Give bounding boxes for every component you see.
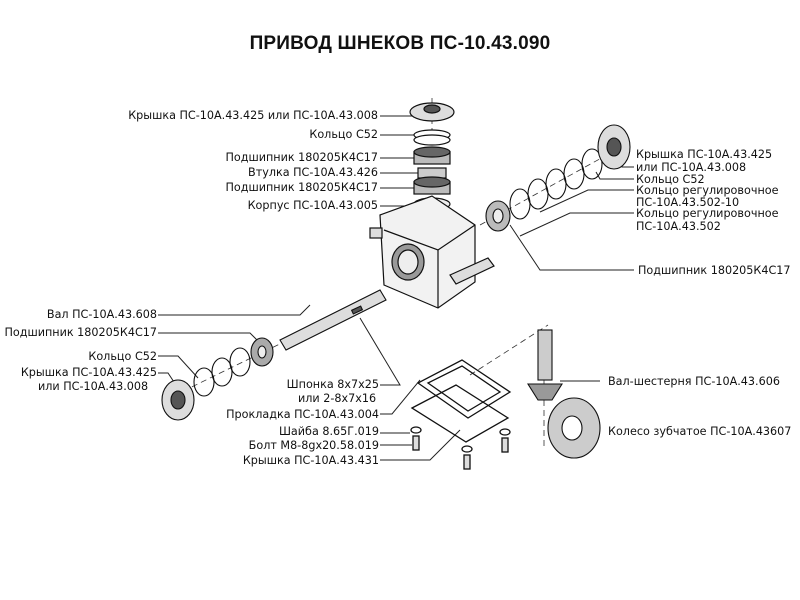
leader-adj-ring2	[519, 212, 634, 237]
label-shaft: Вал ПС-10А.43.608	[46, 308, 157, 321]
leader-adj-ring1	[539, 189, 634, 213]
label-right-cap-line1: Крышка ПС-10А.43.425	[636, 148, 773, 161]
label-right-bearing: Подшипник 180205К4С17	[638, 264, 791, 277]
bottom-cover-icon	[410, 384, 510, 443]
leader-shaft	[158, 304, 311, 316]
label-washer: Шайба 8.65Г.019	[278, 425, 379, 438]
label-key-line1: Шпонка 8х7х25	[286, 378, 379, 391]
label-top-bearing1: Подшипник 180205К4С17	[225, 151, 378, 164]
label-bushing: Втулка ПС-10А.43.426	[248, 166, 378, 179]
label-top-ring: Кольцо С52	[309, 128, 378, 141]
leader-right-ring	[595, 171, 634, 180]
washer-icon	[410, 426, 422, 434]
key-icon	[350, 305, 364, 315]
label-housing: Корпус ПС-10А.43.005	[247, 199, 378, 212]
label-bolt: Болт М8-8gх20.58.019	[248, 439, 379, 452]
label-left-cap-line2: или ПС-10А.43.008	[38, 380, 149, 393]
label-top-bearing2: Подшипник 180205К4С17	[225, 181, 378, 194]
leader-gasket	[380, 379, 421, 415]
label-gear: Колесо зубчатое ПС-10А.43607	[608, 425, 792, 438]
leader-key	[359, 317, 401, 386]
label-adj-ring2-line1: Кольцо регулировочное	[636, 207, 779, 220]
label-top-cap: Крышка ПС-10А.43.425 или ПС-10А.43.008	[128, 109, 378, 122]
label-left-bearing: Подшипник 180205К4С17	[4, 326, 157, 339]
label-adj-ring1-line1: Кольцо регулировочное	[636, 184, 779, 197]
leader-left-ring	[158, 355, 199, 379]
label-key-line2: или 2-8х7х16	[298, 392, 377, 405]
diagram-title: ПРИВОД ШНЕКОВ ПС-10.43.090	[249, 33, 551, 54]
label-right-cap-line2: или ПС-10А.43.008	[636, 161, 747, 174]
label-left-ring: Кольцо С52	[88, 350, 157, 363]
bolt-icon	[412, 435, 420, 451]
label-right-ring: Кольцо С52	[636, 173, 705, 186]
label-left-cap-line1: Крышка ПС-10А.43.425	[20, 366, 157, 379]
leader-right-bearing	[509, 224, 634, 271]
leader-left-bearing	[158, 332, 263, 346]
gasket-icon	[416, 359, 512, 419]
label-gasket: Прокладка ПС-10А.43.004	[226, 408, 379, 421]
label-adj-ring2-line2: ПС-10А.43.502	[636, 220, 721, 233]
label-bottom-cover: Крышка ПС-10А.43.431	[242, 454, 379, 467]
leader-bottom-cover	[380, 429, 461, 461]
shaft-icon	[279, 289, 387, 351]
label-adj-ring1-line2: ПС-10А.43.502-10	[636, 196, 740, 209]
label-pinion-shaft: Вал-шестерня ПС-10А.43.606	[608, 375, 780, 388]
pinion-shaft-icon	[537, 329, 553, 381]
